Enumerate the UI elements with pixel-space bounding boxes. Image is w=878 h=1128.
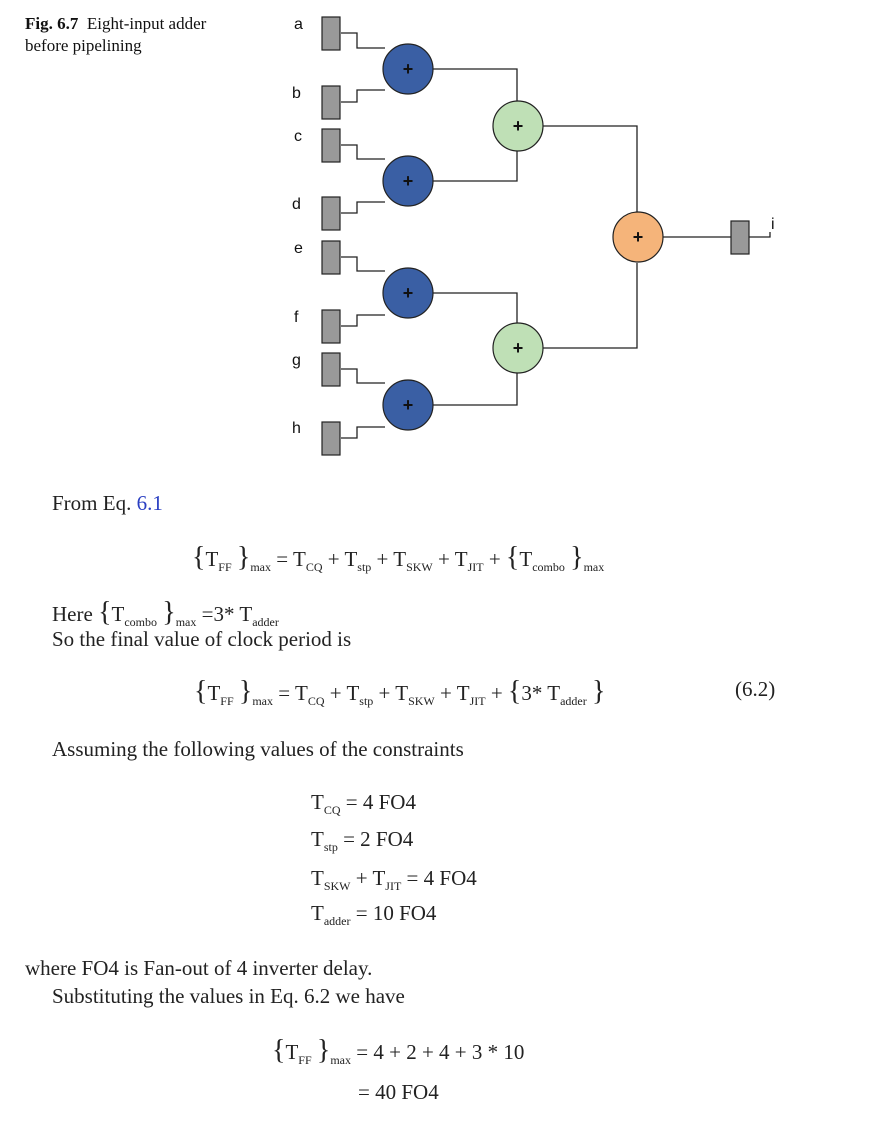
where-sentence: where FO4 is Fan-out of 4 inverter delay… xyxy=(25,956,373,980)
constraint-tcq: TCQ = 4 FO4 xyxy=(311,790,416,818)
plus-symbol: + xyxy=(403,171,414,191)
figure-caption-line2: before pipelining xyxy=(25,36,142,55)
assuming-sentence: Assuming the following values of the con… xyxy=(52,737,464,761)
register-e xyxy=(321,240,341,275)
plus-symbol: + xyxy=(513,116,524,136)
adders xyxy=(382,43,664,431)
plus-symbol: + xyxy=(403,59,414,79)
adder-symbols: + + + + + + + xyxy=(403,59,644,415)
from-eq-prefix: From Eq. xyxy=(52,491,132,515)
input-label-e: e xyxy=(294,240,303,257)
adder-tree-diagram: a b c d e f g h i + + + + + + + xyxy=(292,16,775,456)
figure-caption: Fig. 6.7 Eight-input adder xyxy=(25,13,206,35)
plus-symbol: + xyxy=(633,227,644,247)
equation-6-1-expanded: {TFF }max = TCQ + Tstp + TSKW + TJIT + {… xyxy=(192,542,605,575)
adder-stage2-top xyxy=(492,100,544,152)
figure-label: Fig. 6.7 xyxy=(25,14,79,33)
adder-stage1-gh xyxy=(382,379,434,431)
input-label-a: a xyxy=(294,16,303,33)
adder-stage2-bottom xyxy=(492,322,544,374)
register-f xyxy=(321,309,341,344)
clock-period-sentence: So the final value of clock period is xyxy=(52,627,352,651)
register-c xyxy=(321,128,341,163)
plus-symbol: + xyxy=(403,395,414,415)
equation-6-2: {TFF }max = TCQ + Tstp + TSKW + TJIT + {… xyxy=(194,676,606,709)
adder-stage1-ab xyxy=(382,43,434,95)
result-line-1: {TFF }max = 4 + 2 + 4 + 3 * 10 xyxy=(272,1035,525,1068)
input-registers xyxy=(321,16,341,456)
register-b xyxy=(321,85,341,120)
constraint-tstp: Tstp = 2 FO4 xyxy=(311,827,414,855)
input-label-g: g xyxy=(292,352,301,369)
here-line: Here {Tcombo }max =3* Tadder xyxy=(52,597,279,630)
figure-caption-line1: Eight-input adder xyxy=(86,14,207,33)
substituting-sentence: Substituting the values in Eq. 6.2 we ha… xyxy=(52,984,405,1008)
register-g xyxy=(321,352,341,387)
output-label-i: i xyxy=(771,216,775,233)
result-line-2: = 40 FO4 xyxy=(358,1080,439,1104)
adder-stage1-cd xyxy=(382,155,434,207)
eq-ref-link[interactable]: 6.1 xyxy=(136,491,163,515)
register-d xyxy=(321,196,341,231)
constraint-tskw-tjit: TSKW + TJIT = 4 FO4 xyxy=(311,866,477,894)
input-label-b: b xyxy=(292,85,301,102)
adder-stage1-ef xyxy=(382,267,434,319)
register-h xyxy=(321,421,341,456)
constraint-tadder: Tadder = 10 FO4 xyxy=(311,901,437,929)
plus-symbol: + xyxy=(513,338,524,358)
register-a xyxy=(321,16,341,51)
adder-stage3-final xyxy=(612,211,664,263)
plus-symbol: + xyxy=(403,283,414,303)
input-label-d: d xyxy=(292,196,301,213)
equation-number: (6.2) xyxy=(735,677,776,701)
input-labels: a b c d e f g h xyxy=(292,16,303,437)
input-label-c: c xyxy=(294,128,302,145)
input-label-h: h xyxy=(292,420,301,437)
from-eq-line: From Eq. 6.1 xyxy=(52,491,163,516)
input-label-f: f xyxy=(294,309,299,326)
wires xyxy=(341,32,771,439)
output-register xyxy=(730,220,750,255)
